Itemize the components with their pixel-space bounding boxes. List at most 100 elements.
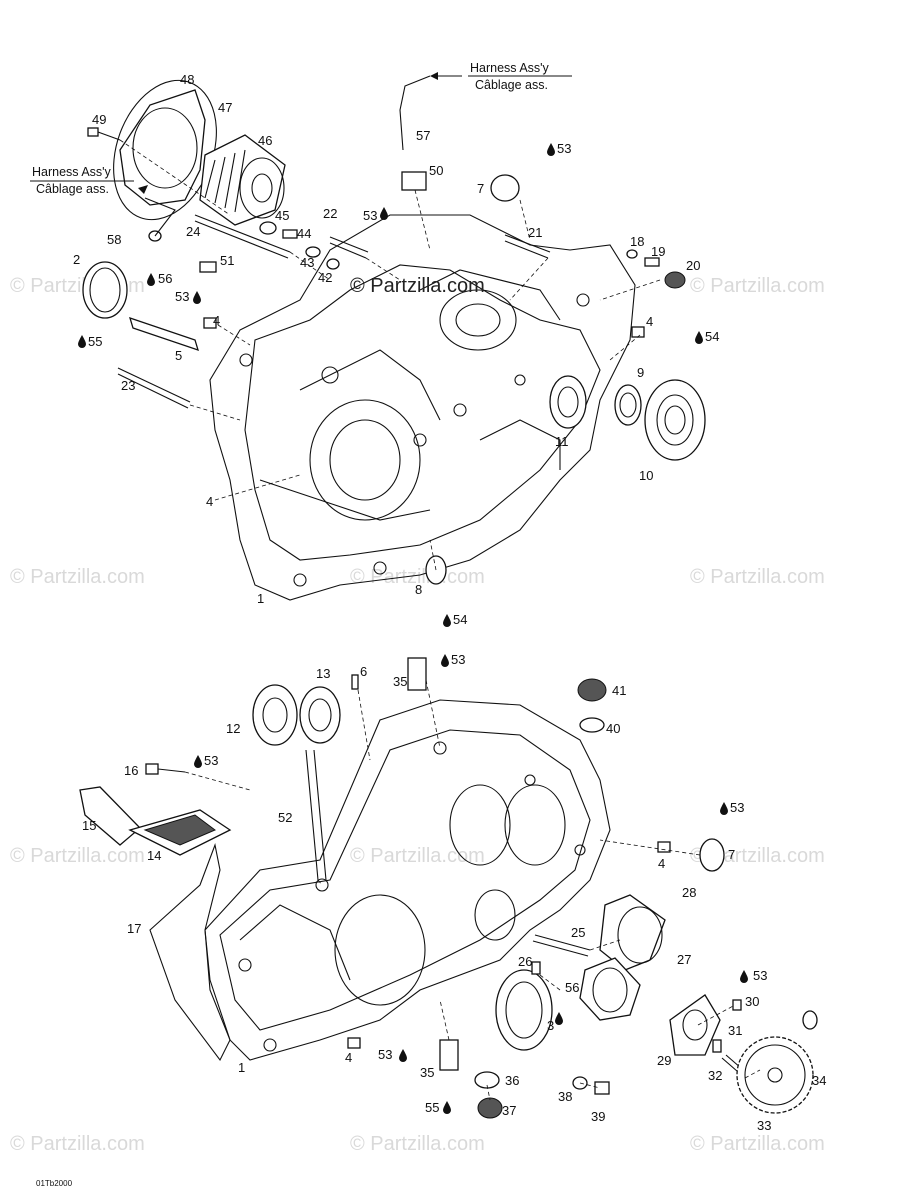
- oil-drop-icon: [443, 614, 451, 627]
- callout-label: 34: [812, 1073, 826, 1088]
- callout-label: 7: [477, 181, 484, 196]
- callout-label: 22: [323, 206, 337, 221]
- callout-label: 30: [745, 994, 759, 1009]
- callout-label: 4: [206, 494, 213, 509]
- callout-label: 39: [591, 1109, 605, 1124]
- callout-label: 35: [393, 674, 407, 689]
- callout-label: 28: [682, 885, 696, 900]
- callout-label: 32: [708, 1068, 722, 1083]
- callout-label: 15: [82, 818, 96, 833]
- callout-label: 53: [557, 141, 571, 156]
- callout-label: 3: [547, 1018, 554, 1033]
- callout-label: 2: [73, 252, 80, 267]
- callout-label: 4: [658, 856, 665, 871]
- callout-label: 43: [300, 255, 314, 270]
- harness-label-top: Harness Ass'y Câblage ass.: [430, 61, 572, 92]
- callout-label: 27: [677, 952, 691, 967]
- callout-label: 21: [528, 225, 542, 240]
- bottom-crankcase-half: [79, 657, 818, 1119]
- watermark-text: © Partzilla.com: [10, 566, 145, 588]
- oil-drop-icon: [147, 273, 155, 286]
- callout-label: 53: [363, 208, 377, 223]
- callout-label: 31: [728, 1023, 742, 1038]
- callout-label: 58: [107, 232, 121, 247]
- callout-label: 24: [186, 224, 200, 239]
- oil-drop-icon: [441, 654, 449, 667]
- oil-drop-icons: [78, 143, 748, 1114]
- callout-label: 11: [555, 434, 569, 449]
- harness-label-left-line2: Câblage ass.: [36, 182, 109, 196]
- callout-label: 29: [657, 1053, 671, 1068]
- callout-label: 5: [175, 348, 182, 363]
- top-callouts: 48 47 49 46 45 44 43 42 24 22 21 18 19 2…: [73, 72, 719, 627]
- callout-label: 35: [420, 1065, 434, 1080]
- callout-label: 33: [757, 1118, 771, 1133]
- callout-label: 45: [275, 208, 289, 223]
- callout-label: 13: [316, 666, 330, 681]
- callout-label: 1: [238, 1060, 245, 1075]
- harness-label-top-line2: Câblage ass.: [475, 78, 548, 92]
- callout-label: 46: [258, 133, 272, 148]
- callout-label: 55: [88, 334, 102, 349]
- watermark-text: © Partzilla.com: [350, 845, 485, 867]
- callout-label: 23: [121, 378, 135, 393]
- oil-drop-icon: [547, 143, 555, 156]
- callout-label: 54: [705, 329, 719, 344]
- callout-label: 9: [637, 365, 644, 380]
- oil-drop-icon: [443, 1101, 451, 1114]
- callout-label: 38: [558, 1089, 572, 1104]
- callout-label: 10: [639, 468, 653, 483]
- callout-label: 6: [360, 664, 367, 679]
- callout-label: 53: [378, 1047, 392, 1062]
- callout-label: 4: [646, 314, 653, 329]
- callout-label: 48: [180, 72, 194, 87]
- callout-label: 53: [753, 968, 767, 983]
- callout-label: 47: [218, 100, 232, 115]
- callout-label: 57: [416, 128, 430, 143]
- top-crankcase-half: [82, 75, 706, 601]
- callout-label: 54: [453, 612, 467, 627]
- callout-label: 55: [425, 1100, 439, 1115]
- oil-drop-icon: [193, 291, 201, 304]
- callout-label: 4: [345, 1050, 352, 1065]
- bottom-callouts: 6 13 35 53 41 12 40 16 53 15 14 52 53 7 …: [82, 652, 826, 1133]
- harness-label-left: Harness Ass'y Câblage ass.: [30, 165, 148, 196]
- callout-label: 42: [318, 270, 332, 285]
- callout-label: 56: [565, 980, 579, 995]
- oil-drop-icon: [380, 207, 388, 220]
- watermark-text: © Partzilla.com: [690, 275, 825, 297]
- watermark-text: © Partzilla.com: [690, 1133, 825, 1155]
- harness-label-top-line1: Harness Ass'y: [470, 61, 550, 75]
- callout-label: 20: [686, 258, 700, 273]
- callout-label: 53: [730, 800, 744, 815]
- oil-drop-icon: [78, 335, 86, 348]
- watermark-text: © Partzilla.com: [350, 1133, 485, 1155]
- callout-label: 44: [297, 226, 311, 241]
- callout-label: 40: [606, 721, 620, 736]
- oil-drop-icon: [720, 802, 728, 815]
- callout-label: 25: [571, 925, 585, 940]
- callout-label: 19: [651, 244, 665, 259]
- callout-label: 16: [124, 763, 138, 778]
- callout-label: 17: [127, 921, 141, 936]
- oil-drop-icon: [695, 331, 703, 344]
- callout-label: 37: [502, 1103, 516, 1118]
- callout-label: 53: [451, 652, 465, 667]
- callout-label: 18: [630, 234, 644, 249]
- callout-label: 12: [226, 721, 240, 736]
- callout-label: 1: [257, 591, 264, 606]
- callout-label: 8: [415, 582, 422, 597]
- diagram-code: 01Tb2000: [36, 1179, 73, 1188]
- partzilla-brand: © Partzilla.com: [350, 275, 485, 297]
- callout-label: 53: [175, 289, 189, 304]
- callout-label: 56: [158, 271, 172, 286]
- callout-label: 41: [612, 683, 626, 698]
- callout-label: 49: [92, 112, 106, 127]
- watermark-text: © Partzilla.com: [350, 566, 485, 588]
- watermarks: © Partzilla.com © Partzilla.com © Partzi…: [10, 275, 825, 1155]
- callout-label: 52: [278, 810, 292, 825]
- callout-label: 14: [147, 848, 161, 863]
- watermark-text: © Partzilla.com: [690, 566, 825, 588]
- oil-drop-icon: [399, 1049, 407, 1062]
